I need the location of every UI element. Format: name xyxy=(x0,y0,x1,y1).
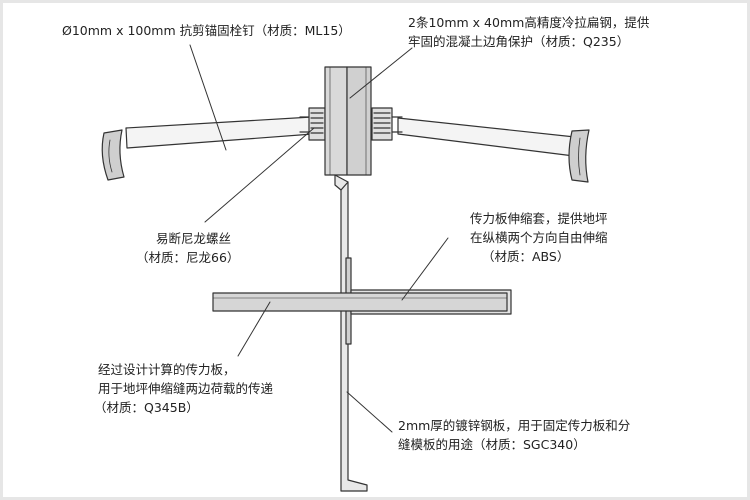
steel-flat-label-line1: 2条10mm x 40mm高精度冷拉扁钢，提供 xyxy=(408,15,650,30)
steel-flat-label-line2: 牢固的混凝土边角保护（材质：Q235） xyxy=(408,34,630,49)
nylon-screw-label-line1: 易断尼龙螺丝 xyxy=(156,231,232,246)
right-nylon-nut xyxy=(371,107,403,141)
anchor-bolt-label: Ø10mm x 100mm 抗剪锚固栓钉（材质：ML15） xyxy=(62,23,351,38)
galvanized-plate-label-line2: 缝模板的用途（材质：SGC340） xyxy=(398,437,586,452)
right-anchor-stud xyxy=(397,117,590,183)
galvanized-plate-label-line1: 2mm厚的镀锌钢板，用于固定传力板和分 xyxy=(398,418,631,433)
left-nylon-nut xyxy=(299,107,326,141)
dowel-plate-label-line2: 用于地坪伸缩缝两边荷载的传递 xyxy=(98,381,274,396)
dowel-plate-label-line1: 经过设计计算的传力板， xyxy=(98,362,236,377)
nylon-screw-label-line2: （材质：尼龙66） xyxy=(136,250,240,265)
sleeve-label-line1: 传力板伸缩套，提供地坪 xyxy=(470,211,608,226)
sleeve-label-line3: （材质：ABS） xyxy=(482,249,570,264)
sleeve-label-line2: 在纵横两个方向自由伸缩 xyxy=(470,230,608,245)
dowel-plate-label-line3: （材质：Q345B） xyxy=(94,400,199,415)
steel-flat-bars xyxy=(324,66,372,176)
left-anchor-stud xyxy=(101,116,314,181)
dowel-transfer-plate xyxy=(212,292,508,312)
leader-lines xyxy=(189,44,449,433)
